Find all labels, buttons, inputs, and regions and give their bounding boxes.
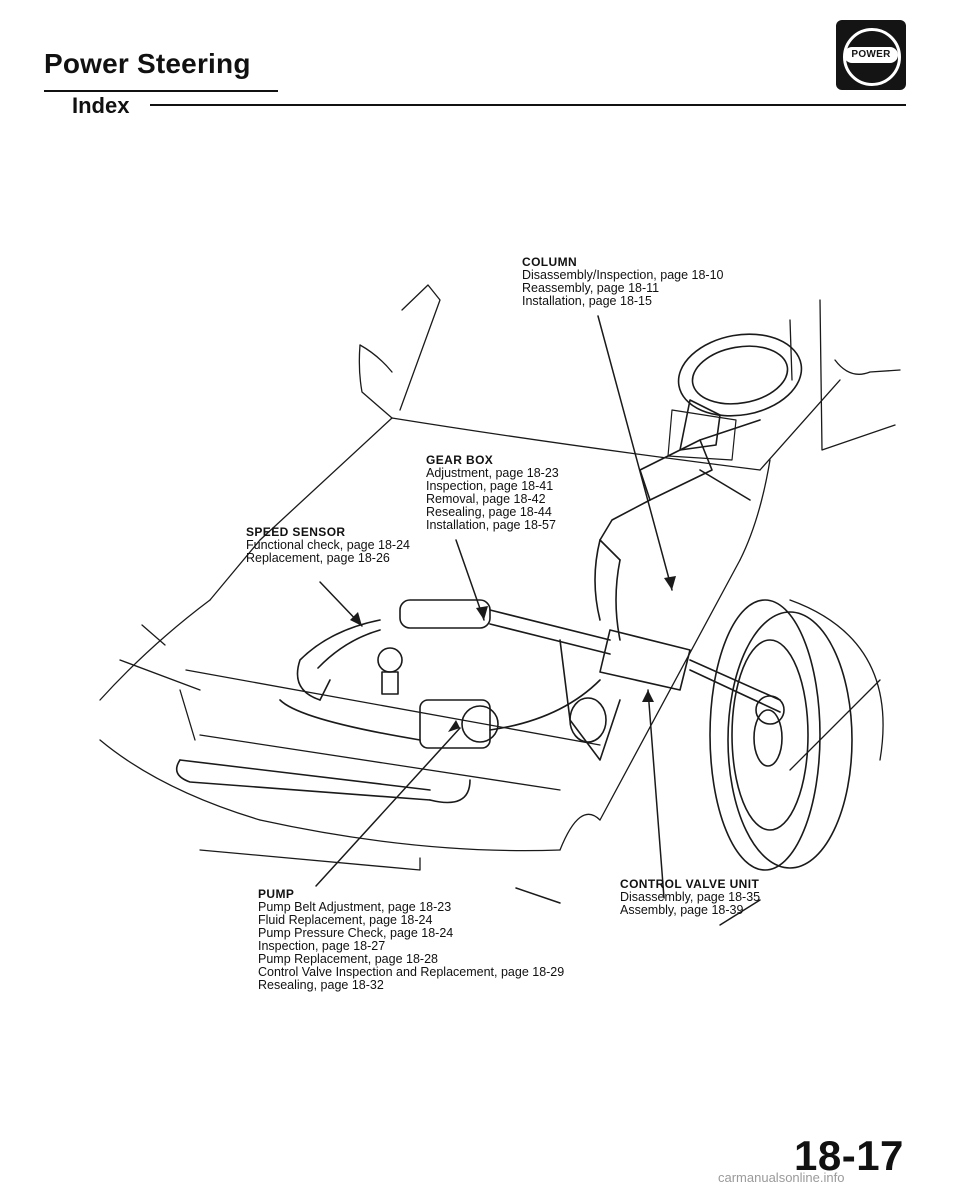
pump-line-4: Inspection, page 18-27 [258, 939, 386, 953]
leader-lines [315, 315, 761, 926]
column-line-3: Installation, page 18-15 [522, 294, 652, 308]
callout-pump: PUMP Pump Belt Adjustment, page 18-23 Fl… [258, 888, 564, 992]
title-underline [44, 90, 278, 92]
pump-heading: PUMP [258, 887, 295, 901]
gear-box-line-2: Inspection, page 18-41 [426, 479, 554, 493]
callout-gear-box: GEAR BOX Adjustment, page 18-23 Inspecti… [426, 454, 559, 532]
pump-line-5: Pump Replacement, page 18-28 [258, 952, 438, 966]
pump-line-2: Fluid Replacement, page 18-24 [258, 913, 433, 927]
callout-control-valve-unit: CONTROL VALVE UNIT Disassembly, page 18-… [620, 878, 760, 917]
pump-line-7: Resealing, page 18-32 [258, 978, 384, 992]
steering-column [594, 333, 803, 641]
gear-box-line-4: Resealing, page 18-44 [426, 505, 552, 519]
gear-box-line-5: Installation, page 18-57 [426, 518, 556, 532]
control-valve-line-2: Assembly, page 18-39 [620, 903, 744, 917]
column-line-2: Reassembly, page 18-11 [522, 281, 660, 295]
power-steering-badge: POWER [836, 20, 906, 90]
pump-line-6: Control Valve Inspection and Replacement… [258, 965, 565, 979]
pump-line-1: Pump Belt Adjustment, page 18-23 [258, 900, 452, 914]
control-valve-heading: CONTROL VALVE UNIT [620, 877, 760, 891]
page-number: 18-17 [794, 1132, 904, 1179]
badge-label: POWER [844, 47, 898, 63]
column-line-1: Disassembly/Inspection, page 18-10 [522, 268, 724, 282]
column-heading: COLUMN [522, 255, 578, 269]
pump-and-hoses [175, 679, 601, 804]
section-subtitle: Index [72, 93, 130, 118]
speed-sensor-heading: SPEED SENSOR [246, 525, 346, 539]
footer-watermark: carmanualsonline.info [718, 1170, 845, 1185]
gear-box-heading: GEAR BOX [426, 453, 494, 467]
gear-box [296, 599, 785, 761]
speed-sensor-line-1: Functional check, page 18-24 [246, 538, 410, 552]
subtitle-rule [150, 104, 906, 106]
callout-column: COLUMN Disassembly/Inspection, page 18-1… [522, 256, 724, 308]
gear-box-line-3: Removal, page 18-42 [426, 492, 546, 506]
control-valve-line-1: Disassembly, page 18-35 [620, 890, 761, 904]
pump-line-3: Pump Pressure Check, page 18-24 [258, 926, 454, 940]
leader-arrowheads [350, 576, 676, 732]
front-wheel [709, 599, 853, 871]
gear-box-line-1: Adjustment, page 18-23 [426, 466, 559, 480]
page-title: Power Steering [44, 48, 251, 79]
speed-sensor-line-2: Replacement, page 18-26 [246, 551, 390, 565]
callout-speed-sensor: SPEED SENSOR Functional check, page 18-2… [246, 526, 410, 565]
car-body-outline [99, 284, 901, 871]
